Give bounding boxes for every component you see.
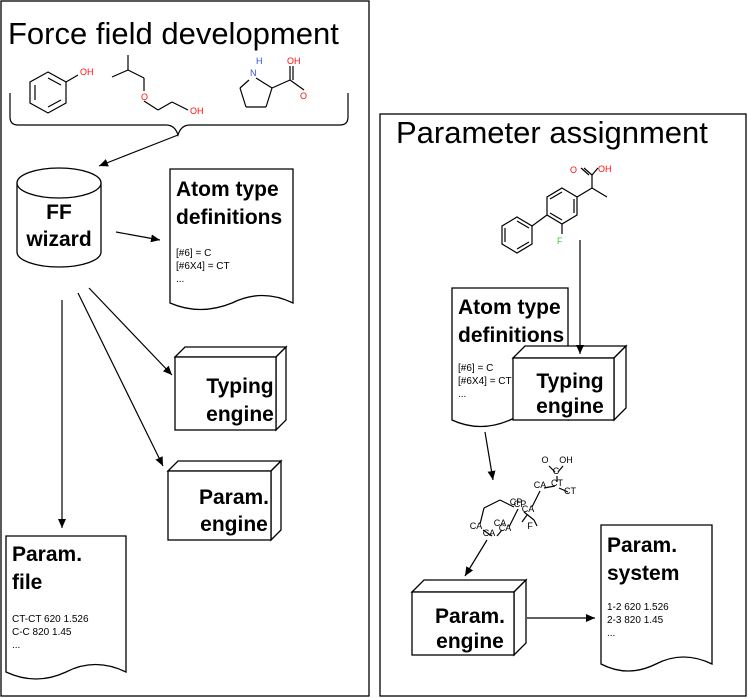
typed-atom-label: C <box>553 466 560 476</box>
typed-molecule-bonds <box>479 465 569 537</box>
typed-molecule-bond <box>523 511 535 521</box>
typed-molecule-bond <box>543 485 556 489</box>
wizard-to-typing-engine-arrow <box>88 287 173 376</box>
param-system-line1: Param. <box>607 534 677 557</box>
typing-engine-right-line2: engine <box>536 395 604 418</box>
typed-molecule-bond <box>479 507 485 525</box>
param-system-entry: 2-3 820 1.45 <box>607 615 664 626</box>
typing-to-typed-molecule-arrow <box>484 431 496 481</box>
proline-o-label: O <box>300 91 307 101</box>
typing-engine-box-left: Typing engine <box>173 345 288 432</box>
param-engine-box-right: Param. engine <box>410 578 528 657</box>
atom-type-doc-right-line1: Atom type <box>458 296 561 319</box>
left-panel-title: Force field development <box>8 16 339 51</box>
param-engine-box-left: Param. engine <box>166 459 283 542</box>
atom-type-definitions-doc: Atom type definitions [#6] = C [#6X4] = … <box>169 168 294 311</box>
typed-molecule-bond <box>521 514 528 523</box>
typed-molecule-bond <box>558 487 569 493</box>
atom-type-rule: [#6X4] = CT <box>176 261 230 272</box>
atom-type-doc-right-line2: definitions <box>458 324 564 347</box>
param-system-entry: 1-2 620 1.526 <box>607 602 669 613</box>
typed-atom-label: OH <box>559 455 573 465</box>
ether-oh-label: OH <box>190 106 204 116</box>
typed-atom-label: O <box>541 455 548 465</box>
typed-molecule-bond <box>482 529 493 537</box>
atom-type-rule: ... <box>176 274 184 285</box>
typed-to-param-engine-arrow <box>464 539 488 577</box>
typed-molecule-bond <box>548 465 556 473</box>
proline-oh-label: OH <box>287 56 301 66</box>
typed-atom-label: CA <box>494 518 507 528</box>
typed-atom-label: CA <box>470 521 483 531</box>
typing-engine-box-right: Typing engine <box>511 344 628 422</box>
proline-n-label: N <box>250 68 257 78</box>
molecule-brace <box>9 93 349 138</box>
typed-atom-label: CA <box>499 523 512 533</box>
right-panel-border <box>379 113 747 697</box>
atom-type-doc-line1: Atom type <box>176 178 279 201</box>
flurbiprofen-f-label: F <box>557 236 563 246</box>
param-file-entry: ... <box>12 640 20 651</box>
typed-molecule-bond <box>508 508 519 528</box>
typed-atom-label: CT <box>551 478 563 488</box>
proline-molecule: H N OH O <box>239 56 307 108</box>
param-file-entry: C-C 820 1.45 <box>12 627 72 638</box>
ff-wizard-line1: FF <box>46 201 72 224</box>
param-system-entry: ... <box>607 628 615 639</box>
typed-molecule-bond <box>557 465 564 473</box>
phenol-oh-label: OH <box>80 67 94 77</box>
typed-molecule-bond <box>533 519 538 527</box>
typed-atom-label: F <box>527 521 533 531</box>
typed-atom-label: CA <box>522 504 535 514</box>
atom-type-rule: [#6] = C <box>176 248 211 259</box>
force-field-development-panel: Force field development OH O OH <box>0 0 370 697</box>
proline-h-label: H <box>256 56 263 66</box>
atom-type-doc-line2: definitions <box>176 206 282 229</box>
typed-atom-label: CA <box>534 480 547 490</box>
typed-atom-label: CT <box>564 486 576 496</box>
ether-molecule: O OH <box>111 55 204 116</box>
typed-molecule-bond <box>499 499 515 508</box>
atom-type-rule: [#6X4] = CT <box>458 376 512 387</box>
parameter-assignment-panel: Parameter assignment O OH F At <box>379 113 747 697</box>
atom-type-rule: ... <box>458 389 466 400</box>
wizard-to-atom-types-arrow <box>115 231 161 243</box>
flurbiprofen-oh-label: OH <box>598 164 612 174</box>
param-engine-right-line2: engine <box>436 630 504 653</box>
param-engine-right-line1: Param. <box>435 605 505 628</box>
right-panel-title: Parameter assignment <box>396 115 708 150</box>
ff-wizard-cylinder: FF wizard <box>16 167 102 268</box>
typed-atom-label: CP <box>510 497 523 507</box>
param-file-doc: Param. file CT-CT 620 1.526 C-C 820 1.45… <box>5 535 127 680</box>
typed-atom-label: CA <box>483 528 496 538</box>
param-engine-left-line2: engine <box>200 513 268 536</box>
param-engine-left-line1: Param. <box>199 486 269 509</box>
ff-wizard-line2: wizard <box>25 228 91 251</box>
wizard-to-param-engine-arrow <box>77 292 164 467</box>
typed-molecule-bond <box>496 529 503 537</box>
brace-to-wizard-arrow <box>98 134 179 167</box>
param-system-doc: Param. system 1-2 620 1.526 2-3 820 1.45… <box>600 524 713 672</box>
ether-o-label: O <box>141 92 148 102</box>
atom-type-rule: [#6] = C <box>458 363 493 374</box>
typed-atom-label: CP <box>514 499 527 509</box>
param-system-line2: system <box>607 562 679 585</box>
flurbiprofen-o-label: O <box>570 165 577 175</box>
typed-molecule-bond <box>531 490 541 508</box>
typing-engine-right-line1: Typing <box>536 370 603 393</box>
param-file-line1: Param. <box>12 543 82 566</box>
phenol-molecule: OH <box>29 67 94 114</box>
param-file-line2: file <box>12 571 42 594</box>
typing-engine-left-line1: Typing <box>206 375 273 398</box>
left-panel-border <box>0 0 370 697</box>
typed-molecule-bond <box>483 499 501 509</box>
flurbiprofen-molecule: O OH F <box>501 164 612 254</box>
param-file-entry: CT-CT 620 1.526 <box>12 614 89 625</box>
typing-engine-left-line2: engine <box>206 403 274 426</box>
